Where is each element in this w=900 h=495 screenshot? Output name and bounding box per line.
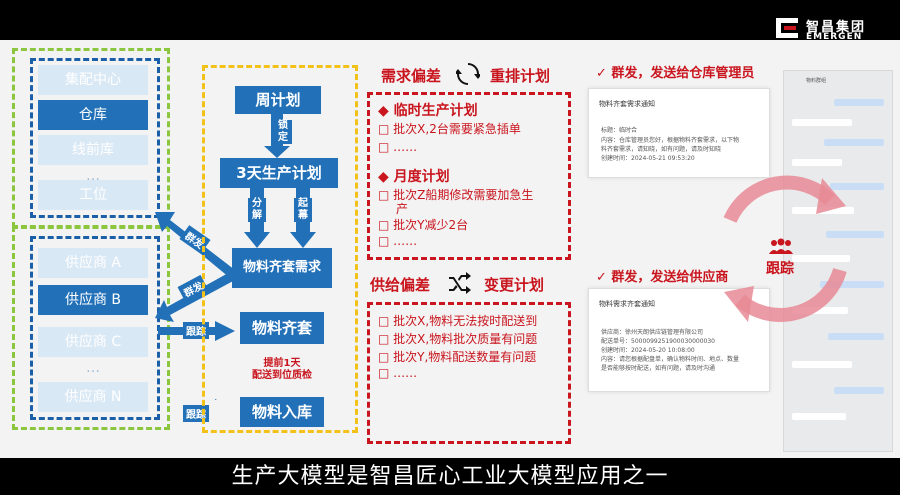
- supply-item-2-text: 批次X,物料批次质量有问题: [393, 332, 538, 346]
- label-pull: 起幕: [294, 198, 312, 222]
- people-group-icon: [769, 238, 793, 254]
- chat-msg: [792, 255, 850, 262]
- node-distribution-center: 集配中心: [38, 65, 148, 95]
- monthly-item-1-text: 批次Z船期修改需要加急生: [393, 188, 534, 202]
- chat-msg: [792, 307, 848, 314]
- material-demand-box: 物料齐套需求: [232, 248, 332, 288]
- supplier-b: 供应商 B: [38, 285, 148, 315]
- chat-msg: [826, 231, 884, 238]
- card1-line-3: 料齐套需求，请知晓，如有问题，请及时知晓: [601, 146, 722, 153]
- slide-canvas: 集配中心 仓库 线前库 … 工位 供应商 A 供应商 B 供应商 C … 供应商…: [0, 40, 900, 458]
- temp-item-2-text: ……: [393, 140, 418, 154]
- inner-node-group-blue: [30, 58, 160, 218]
- chat-msg: [792, 361, 852, 368]
- card1-line-4: 创建时间：2024-05-21 09:53:20: [601, 155, 695, 162]
- card1-title: 物料齐套需求通知: [599, 100, 655, 108]
- chat-header: 物料群组: [806, 78, 827, 84]
- supplier-c: 供应商 C: [38, 327, 148, 357]
- logo-en-text: EMERGEN: [806, 32, 863, 42]
- logo-cn-text: 智昌集团: [806, 20, 867, 35]
- supply-item-3-text: 批次Y,物料配送数量有问题: [393, 350, 537, 364]
- demand-box: [367, 92, 571, 260]
- chat-msg: [820, 281, 884, 288]
- chat-msg: [824, 139, 884, 146]
- track-cycle-arrows: [723, 175, 847, 322]
- label-decompose: 分解: [248, 198, 266, 222]
- plan-flow-group: [202, 65, 358, 433]
- chat-msg: [830, 183, 884, 190]
- card1-line-1: 标题：临时合: [601, 127, 638, 134]
- shuffle-icon: [449, 272, 471, 294]
- card2-line-4: 内容：请您根据配盘单，确认物料时间、地点、数量: [601, 356, 740, 363]
- three-day-plan-box: 3天生产计划: [220, 158, 338, 188]
- monthly-item-3: □ ……: [378, 234, 418, 248]
- supply-item-2: □ 批次X,物料批次质量有问题: [378, 332, 538, 346]
- top-bar: [0, 0, 900, 40]
- temp-item-1-text: 批次X,2台需要紧急插单: [393, 122, 521, 136]
- node-warehouse: 仓库: [38, 100, 148, 130]
- supply-item-4: □ ……: [378, 366, 418, 380]
- supply-item-3: □ 批次Y,物料配送数量有问题: [378, 350, 537, 364]
- supply-item-4-text: ……: [393, 366, 418, 380]
- monthly-item-1: □ 批次Z船期修改需要加急生: [378, 188, 534, 202]
- send-supplier-heading: ✓ 群发，发送给供应商: [596, 270, 729, 285]
- card2-line-2: 配送单号：5000099251900030000030: [601, 338, 715, 345]
- card2-title: 物料需求齐套通知: [599, 300, 655, 308]
- temp-plan-heading: ◆ 临时生产计划: [378, 103, 478, 119]
- send-warehouse-text: 群发，发送给仓库管理员: [611, 66, 755, 81]
- supplier-a: 供应商 A: [38, 248, 148, 278]
- change-plan-title: 变更计划: [484, 276, 545, 294]
- send-supplier-text: 群发，发送给供应商: [611, 270, 729, 285]
- send-warehouse-heading: ✓ 群发，发送给仓库管理员: [596, 66, 755, 81]
- temp-item-1: □ 批次X,2台需要紧急插单: [378, 122, 521, 136]
- video-subtitle: 生产大模型是智昌匠心工业大模型应用之一: [0, 458, 900, 495]
- temp-item-2: □ ……: [378, 140, 418, 154]
- monthly-item-1-cont: 产: [396, 202, 409, 216]
- material-complete-box: 物料齐套: [240, 312, 324, 344]
- material-inbound-box: 物料入库: [240, 397, 324, 427]
- chat-msg: [792, 159, 842, 166]
- card1-line-2: 内容：仓库管理员您好，根据物料齐套需求，以下物: [601, 137, 740, 144]
- weekly-plan-box: 周计划: [235, 86, 321, 114]
- chat-panel: 物料群组: [783, 70, 893, 452]
- company-logo: 智昌集团 EMERGEN: [772, 14, 882, 48]
- monthly-item-2: □ 批次Y减少2台: [378, 218, 469, 232]
- node-workstation: 工位: [38, 180, 148, 210]
- card2-line-1: 供应商：徐州天朗供应链管理有限公司: [601, 329, 704, 336]
- monthly-plan-title: 月度计划: [393, 169, 450, 185]
- temp-plan-title: 临时生产计划: [393, 103, 478, 119]
- supply-item-1: □ 批次X,物料无法按时配送到: [378, 314, 538, 328]
- supplier-ellipsis: …: [86, 360, 100, 376]
- monthly-item-2-text: 批次Y减少2台: [393, 218, 469, 232]
- chat-msg: [792, 119, 852, 126]
- supplier-n: 供应商 N: [38, 382, 148, 412]
- chat-msg: [834, 99, 884, 106]
- emergen-logo-icon: [776, 18, 798, 38]
- monthly-item-3-text: ……: [393, 234, 418, 248]
- chat-msg: [828, 333, 884, 340]
- warehouse-notice-card: 物料齐套需求通知 标题：临时合 内容：仓库管理员您好，根据物料齐套需求，以下物 …: [588, 88, 770, 178]
- label-lock: 锁定: [274, 120, 292, 144]
- supply-item-1-text: 批次X,物料无法按时配送到: [393, 314, 538, 328]
- card2-line-5: 是否能够按时配送，如有问题，请及时沟通: [601, 365, 716, 372]
- advance-note: 提前1天 配送到位质检: [252, 358, 312, 381]
- card2-line-3: 创建时间：2024-05-20 10:08:00: [601, 347, 695, 354]
- reschedule-title: 重排计划: [490, 67, 551, 85]
- refresh-icon: [456, 63, 480, 85]
- demand-deviation-title: 需求偏差: [381, 67, 442, 85]
- supply-box: [367, 302, 571, 444]
- supply-deviation-title: 供给偏差: [370, 276, 431, 294]
- chat-msg: [834, 387, 884, 394]
- monthly-plan-heading: ◆ 月度计划: [378, 169, 450, 185]
- chat-msg: [792, 413, 846, 420]
- node-line-store: 线前库: [38, 135, 148, 165]
- track-label: 跟踪: [766, 261, 794, 277]
